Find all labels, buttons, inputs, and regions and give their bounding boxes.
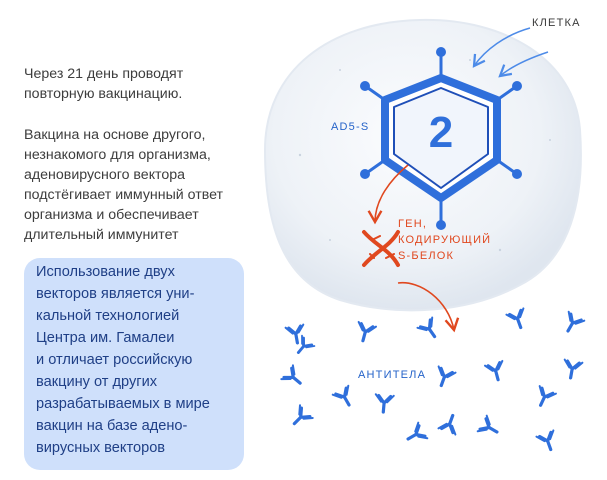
- cell-arrow: [472, 27, 531, 68]
- cell-arrow: [498, 51, 549, 78]
- callout-box: Использование двух векторов является уни…: [24, 258, 244, 470]
- intro-paragraph: Через 21 день проводят повторную вакцина…: [24, 66, 184, 102]
- antibodies-label: АНТИТЕЛА: [358, 369, 427, 381]
- description-paragraph: Вакцина на основе другого, незнакомого д…: [24, 127, 224, 243]
- vector-label: AD5-S: [331, 121, 370, 133]
- callout-text: Использование двух векторов является уни…: [36, 264, 210, 456]
- vector-number: 2: [429, 108, 453, 157]
- adenovirus-vector: [360, 47, 522, 230]
- gene-arrow: [367, 164, 409, 225]
- gene-helix-icon: [362, 230, 400, 267]
- cell-label: КЛЕТКА: [532, 17, 581, 29]
- antibody-arrow: [397, 281, 460, 333]
- antibodies: [279, 306, 586, 455]
- gene-label: ГЕН, КОДИРУЮЩИЙ S-БЕЛОК: [398, 218, 492, 262]
